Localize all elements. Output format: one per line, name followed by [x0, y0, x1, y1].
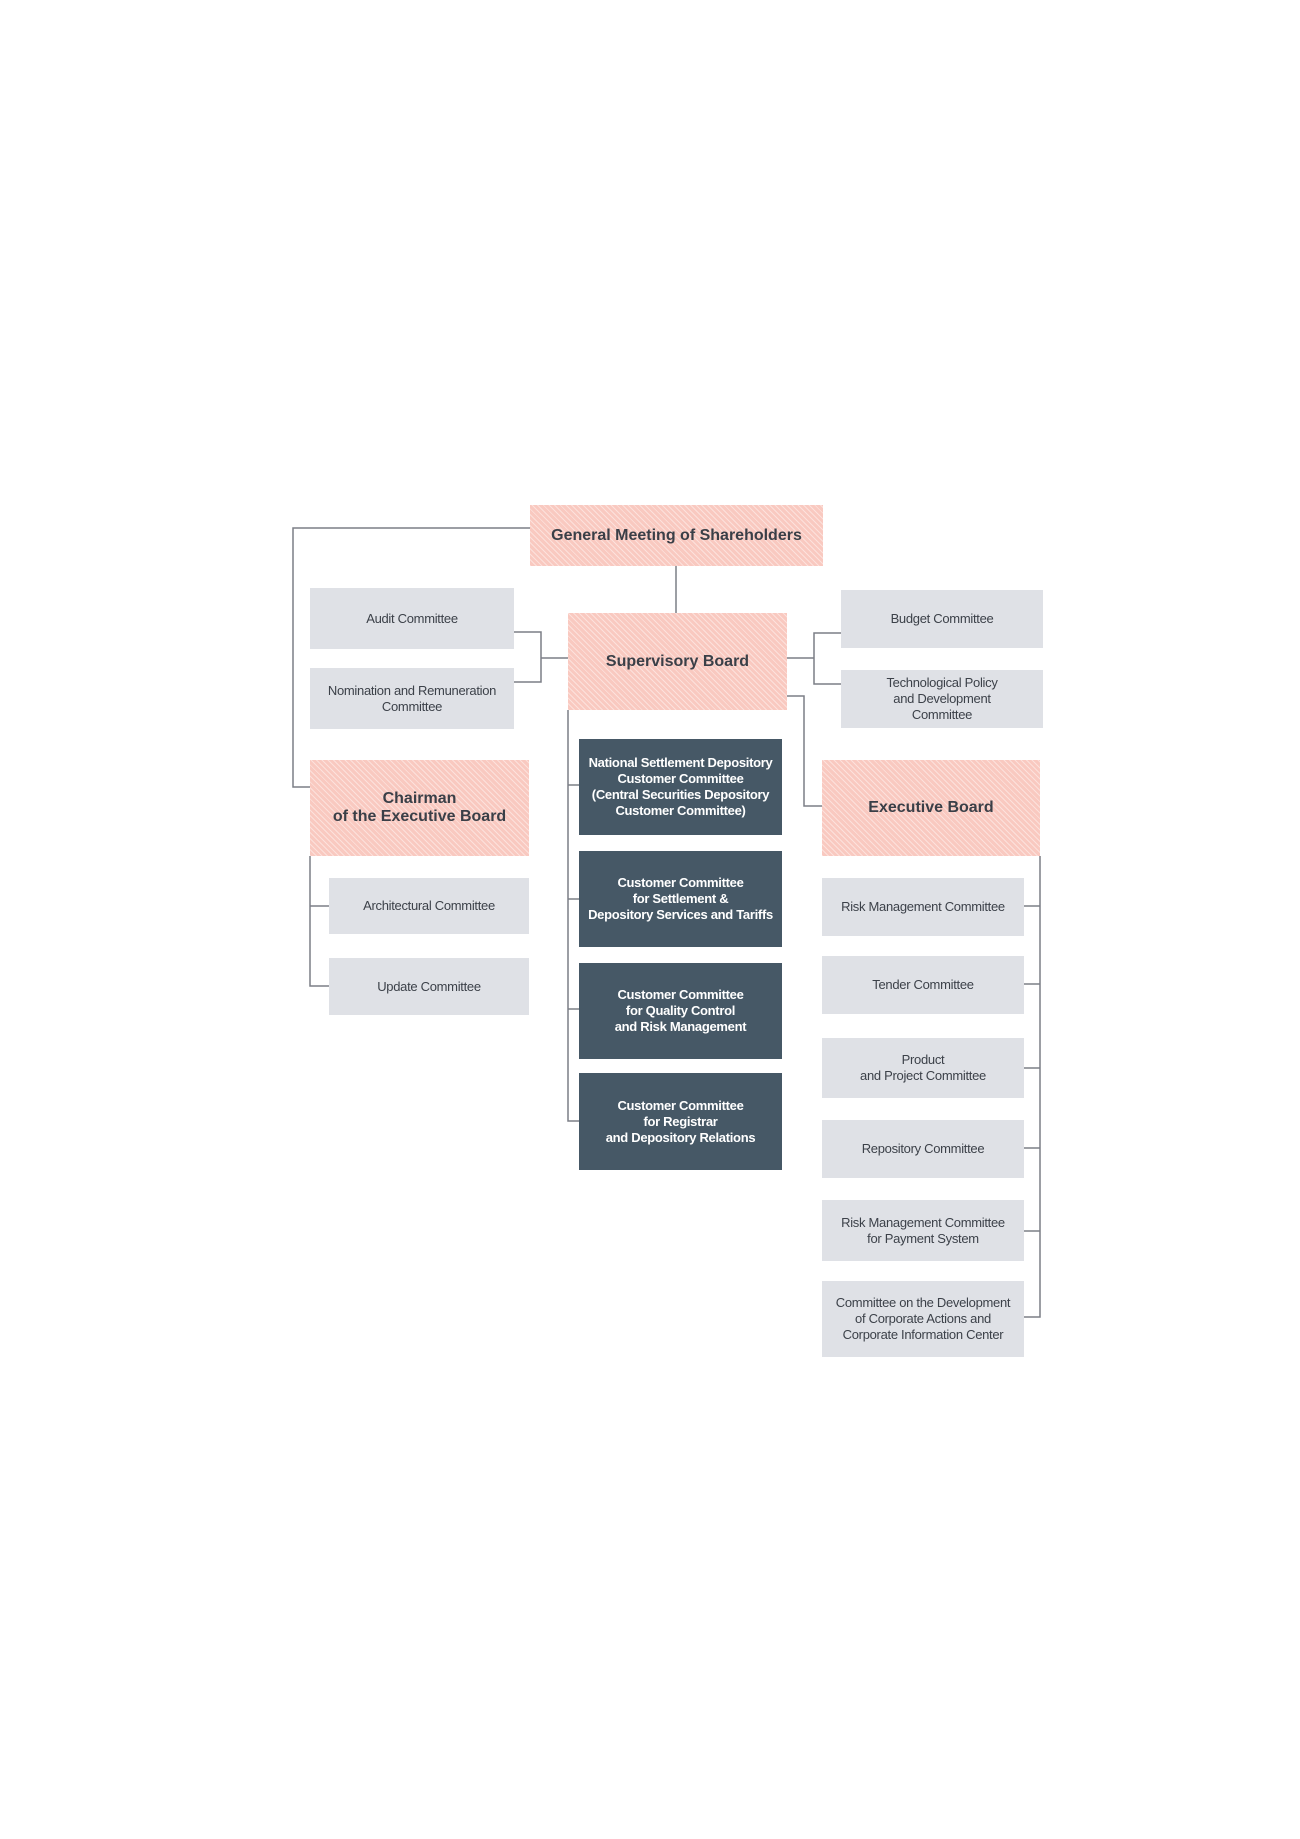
budget-committee-box: Budget Committee: [841, 590, 1043, 648]
general-meeting-of-shareholders-box: General Meeting of Shareholders: [530, 505, 823, 566]
chairman-executive-board-box: Chairman of the Executive Board: [310, 760, 529, 856]
technological-policy-committee-box: Technological Policy and Development Com…: [841, 670, 1043, 728]
audit-committee-box: Audit Committee: [310, 588, 514, 649]
corporate-actions-development-committee-box: Committee on the Development of Corporat…: [822, 1281, 1024, 1357]
customer-committee-quality-risk-box: Customer Committee for Quality Control a…: [579, 963, 782, 1059]
national-settlement-depository-customer-committee-box: National Settlement Depository Customer …: [579, 739, 782, 835]
tender-committee-box: Tender Committee: [822, 956, 1024, 1014]
customer-committee-settlement-tariffs-box: Customer Committee for Settlement & Depo…: [579, 851, 782, 947]
repository-committee-box: Repository Committee: [822, 1120, 1024, 1178]
risk-management-payment-system-committee-box: Risk Management Committee for Payment Sy…: [822, 1200, 1024, 1261]
architectural-committee-box: Architectural Committee: [329, 878, 529, 934]
supervisory-board-box: Supervisory Board: [568, 613, 787, 710]
product-project-committee-box: Product and Project Committee: [822, 1038, 1024, 1098]
risk-management-committee-box: Risk Management Committee: [822, 878, 1024, 936]
customer-committee-registrar-depository-box: Customer Committee for Registrar and Dep…: [579, 1073, 782, 1170]
executive-board-box: Executive Board: [822, 760, 1040, 856]
nomination-remuneration-committee-box: Nomination and Remuneration Committee: [310, 668, 514, 729]
update-committee-box: Update Committee: [329, 958, 529, 1015]
